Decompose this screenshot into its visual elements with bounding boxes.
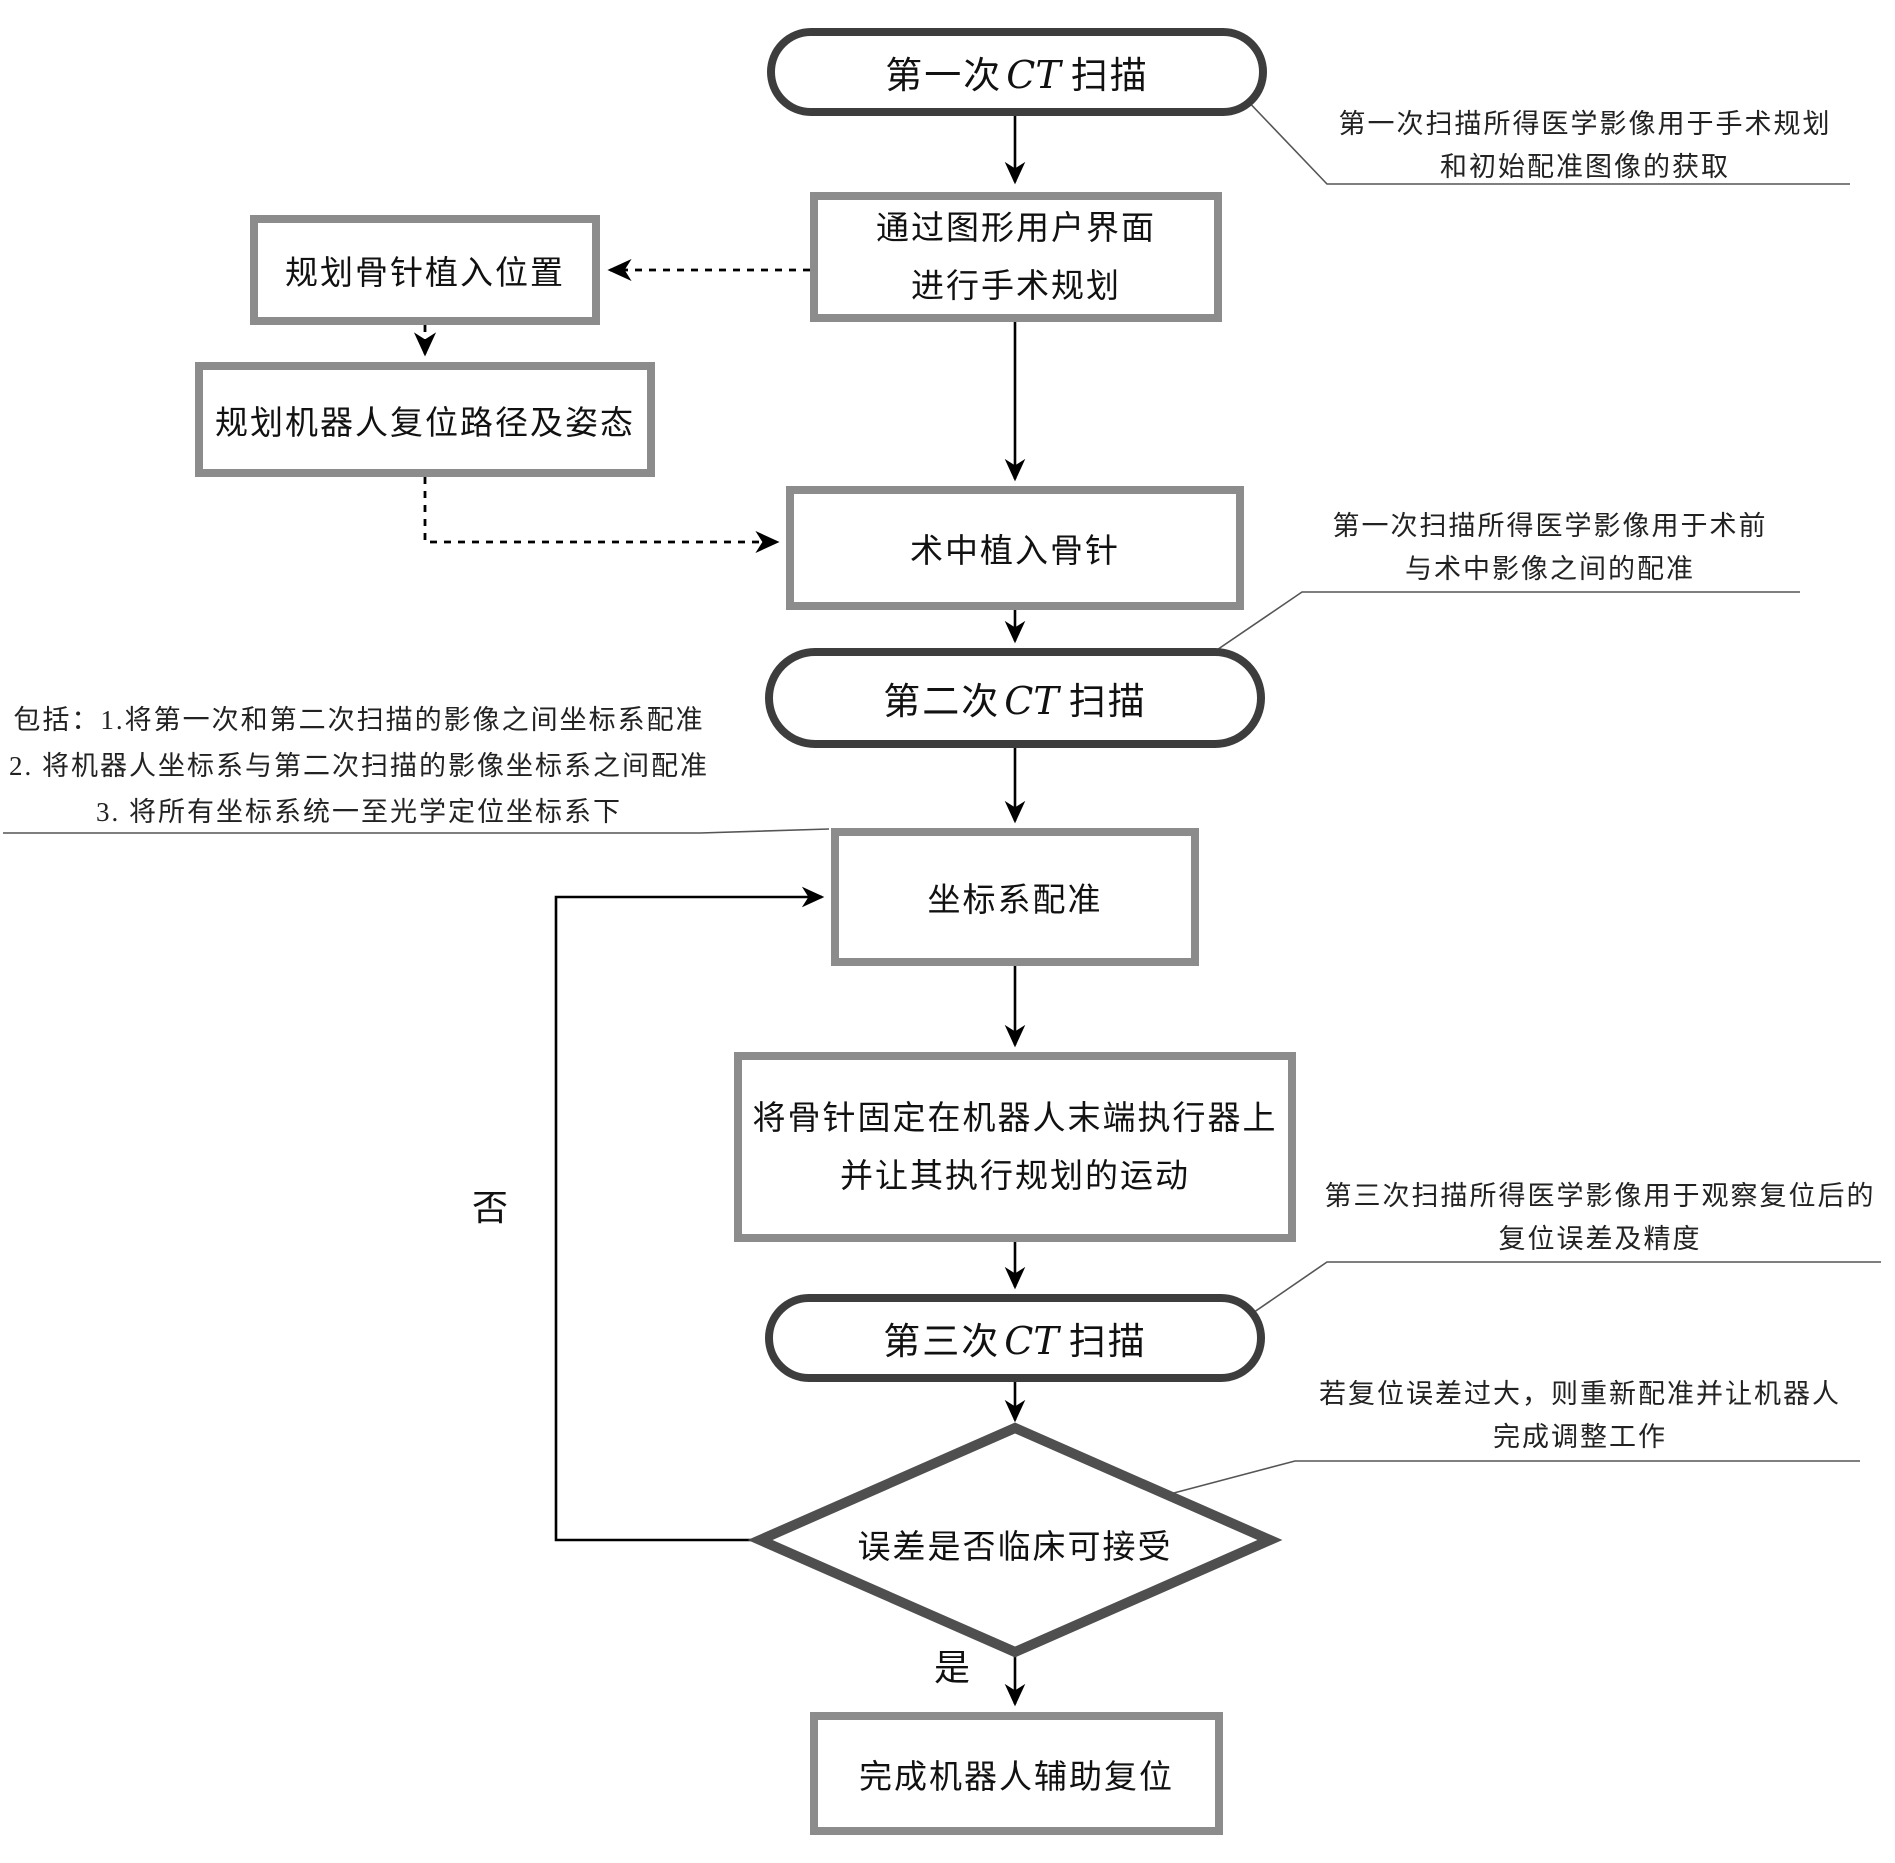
dashed-planning-arrows [413,258,810,554]
node-implant-pin: 术中植入骨针 [786,486,1244,610]
node-gui-planning-line1: 通过图形用户界面 [876,209,1156,247]
decision-diamond-label: 误差是否临床可接受 [857,1528,1173,1565]
annotation-decision: 若复位误差过大，则重新配准并让机器人 完成调整工作 [1300,1373,1860,1459]
annotation-scan3-line1: 第三次扫描所得医学影像用于观察复位后的 [1324,1181,1876,1211]
annotation-registration-line1: 包括：1.将第一次和第二次扫描的影像之间坐标系配准 [13,705,705,735]
annotation-decision-line2: 完成调整工作 [1493,1422,1667,1452]
edge-label-yes: 是 [930,1648,975,1688]
node-plan-pin-position: 规划骨针植入位置 [250,215,600,325]
node-plan-robot-path-label: 规划机器人复位路径及姿态 [215,403,635,441]
annotation-registration: 包括：1.将第一次和第二次扫描的影像之间坐标系配准 2. 将机器人坐标系与第二次… [0,697,718,835]
annotation-scan1-line1: 第一次扫描所得医学影像用于手术规划 [1338,109,1832,139]
annotation-scan1-line2: 和初始配准图像的获取 [1440,152,1730,182]
annotation-registration-line3: 3. 将所有坐标系统一至光学定位坐标系下 [96,797,622,827]
annotation-decision-line1: 若复位误差过大，则重新配准并让机器人 [1319,1379,1841,1409]
ct-italic-text: CT [1004,679,1059,723]
node-finish-reduction: 完成机器人辅助复位 [810,1712,1223,1835]
annotation-scan1: 第一次扫描所得医学影像用于手术规划 和初始配准图像的获取 [1320,103,1850,189]
node-fix-pin-execute-motion-line2: 并让其执行规划的运动 [840,1157,1190,1194]
node-finish-reduction-label: 完成机器人辅助复位 [859,1757,1174,1795]
node-fix-pin-execute-motion-line1: 将骨针固定在机器人末端执行器上 [752,1099,1278,1137]
node-coordinate-registration-label: 坐标系配准 [927,881,1103,918]
annotation-scan3-line2: 复位误差及精度 [1498,1224,1702,1254]
ct-italic-text: CT [1004,1319,1059,1363]
node-implant-pin-label: 术中植入骨针 [910,532,1120,569]
annotation-registration-line2: 2. 将机器人坐标系与第二次扫描的影像坐标系之间配准 [9,751,709,781]
node-plan-robot-path: 规划机器人复位路径及姿态 [195,362,655,477]
annotation-scan2: 第一次扫描所得医学影像用于术前 与术中影像之间的配准 [1300,505,1800,591]
node-coordinate-registration: 坐标系配准 [831,828,1199,966]
node-gui-planning: 通过图形用户界面 进行手术规划 [810,192,1222,322]
annotation-scan2-line2: 与术中影像之间的配准 [1405,554,1695,584]
decision-diamond [747,1422,1283,1658]
solid-flow-arrows [554,116,1026,1707]
annotation-scan3: 第三次扫描所得医学影像用于观察复位后的 复位误差及精度 [1320,1175,1880,1261]
annotation-scan2-line1: 第一次扫描所得医学影像用于术前 [1332,511,1768,541]
annotation-leaders [3,94,1881,1495]
ct-italic-text: CT [1006,53,1061,97]
node-plan-pin-position-label: 规划骨针植入位置 [285,254,565,291]
node-fix-pin-execute-motion: 将骨针固定在机器人末端执行器上 并让其执行规划的运动 [734,1052,1296,1242]
loop-no-edge [554,886,825,1542]
edge-label-no: 否 [468,1188,513,1228]
node-gui-planning-line2: 进行手术规划 [911,267,1121,304]
